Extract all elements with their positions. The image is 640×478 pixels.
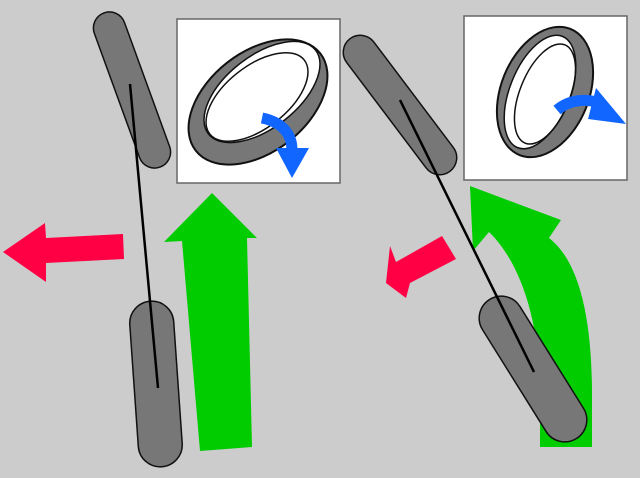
right-inset bbox=[463, 15, 628, 181]
left-axis-line bbox=[128, 83, 160, 389]
right-rotation-arrow-icon bbox=[553, 88, 626, 124]
left-upper-tire bbox=[92, 11, 172, 169]
left-panel bbox=[3, 11, 341, 468]
right-panel bbox=[342, 15, 628, 447]
right-upper-tire bbox=[342, 34, 458, 176]
left-motion-arrow bbox=[164, 193, 257, 451]
left-side-force-arrow bbox=[3, 223, 124, 282]
tilted-ring-rotation-icon bbox=[495, 25, 595, 159]
right-side-force-arrow bbox=[386, 236, 456, 298]
right-axis-line bbox=[398, 99, 536, 373]
left-rotation-arrow-icon bbox=[260, 112, 309, 178]
left-inset bbox=[176, 18, 341, 184]
